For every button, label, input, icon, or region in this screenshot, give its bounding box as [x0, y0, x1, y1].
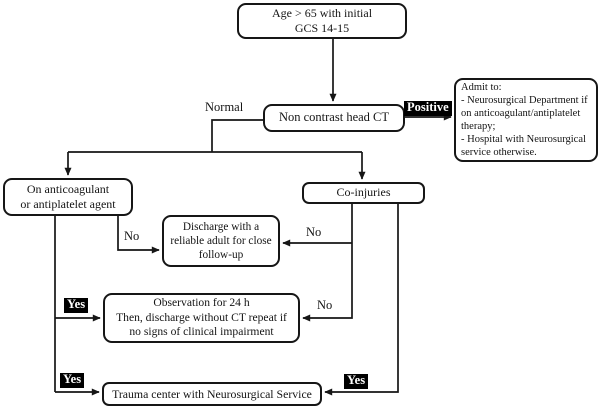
node-discharge: Discharge with a reliable adult for clos…	[162, 215, 280, 267]
node-trauma-center: Trauma center with Neurosurgical Service	[102, 382, 322, 406]
edge-label-no-anticoagulant-discharge: No	[124, 229, 140, 243]
edge-label-yes-coinjuries-trauma: Yes	[344, 373, 369, 389]
edge-anticoagulant-to-discharge	[117, 216, 160, 254]
edge-normal-elbow	[211, 119, 263, 152]
edge-label-yes-anticoagulant-trauma: Yes	[60, 372, 85, 388]
node-age-gcs: Age > 65 with initial GCS 14-15	[237, 3, 407, 39]
node-co-injuries: Co-injuries	[302, 182, 425, 204]
node-head-ct: Non contrast head CT	[263, 104, 405, 132]
edge-label-normal: Normal	[205, 100, 244, 114]
edge-label-no-coinjuries-discharge: No	[306, 225, 322, 239]
node-anticoagulant: On anticoagulant or antiplatelet agent	[3, 178, 133, 216]
edge-coinjuries-to-trauma	[324, 204, 399, 396]
node-observation: Observation for 24 h Then, discharge wit…	[103, 293, 300, 343]
edge-label-no-coinjuries-observation: No	[317, 298, 333, 312]
edge-label-positive: Positive	[404, 100, 452, 116]
edge-coinjuries-to-observation	[302, 204, 353, 322]
node-admit: Admit to: - Neurosurgical Department if …	[454, 78, 598, 162]
edge-label-yes-anticoagulant-observation: Yes	[64, 297, 89, 313]
